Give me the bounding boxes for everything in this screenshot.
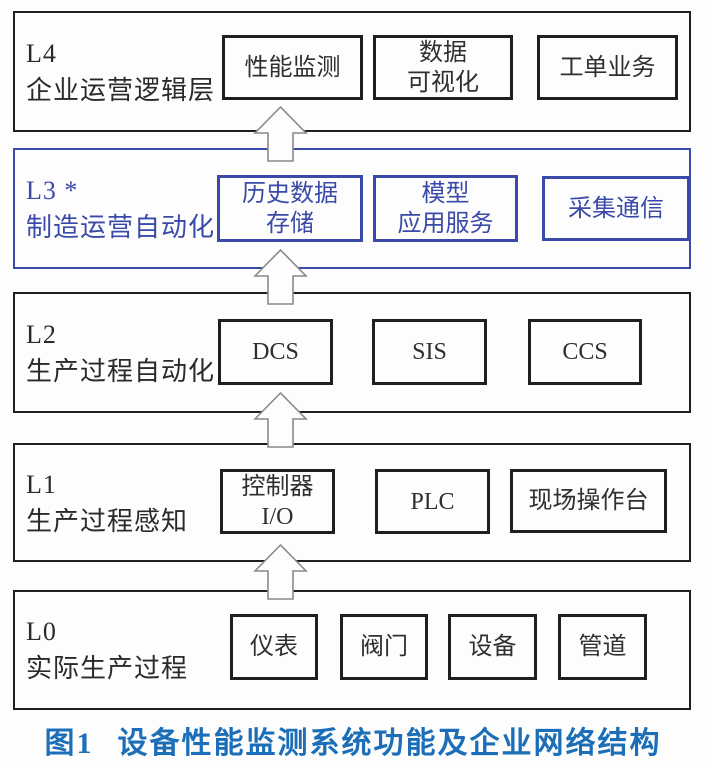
dcs-box: DCS (218, 319, 333, 385)
layer-l4-name: 企业运营逻辑层 (26, 75, 216, 105)
collection-communication-box: 采集通信 (542, 176, 690, 241)
layer-l0-label: L0 实际生产过程 (26, 592, 218, 708)
layer-l0-name: 实际生产过程 (26, 654, 189, 683)
layer-l1-label: L1 生产过程感知 (26, 445, 218, 560)
data-visualization-box: 数据 可视化 (373, 35, 513, 100)
layer-l1-code: L1 (26, 469, 57, 499)
up-arrow-icon (253, 392, 308, 448)
figure-caption: 图1 设备性能监测系统功能及企业网络结构 (0, 718, 706, 762)
layer-l1-production-process-perception: L1 生产过程感知 控制器 I/O PLC 现场操作台 (13, 443, 691, 562)
equipment-label: 设备 (468, 634, 517, 660)
dcs-label: DCS (252, 339, 299, 365)
figure-caption-number: 图1 (44, 727, 94, 760)
collection-communication-label: 采集通信 (568, 195, 664, 222)
layer-l2-name: 生产过程自动化 (26, 356, 216, 386)
sis-box: SIS (372, 319, 487, 385)
figure-caption-text: 设备性能监测系统功能及企业网络结构 (117, 727, 662, 760)
up-arrow-icon (253, 249, 308, 305)
ccs-box: CCS (528, 319, 642, 385)
work-order-business-label: 工单业务 (559, 54, 656, 81)
field-console-label: 现场操作台 (528, 488, 649, 514)
layer-l3-name: 制造运营自动化 (26, 212, 216, 242)
history-data-storage-label: 历史数据 存储 (242, 180, 338, 237)
plc-box: PLC (375, 469, 490, 534)
valve-label: 阀门 (360, 634, 408, 660)
layer-l4-label: L4 企业运营逻辑层 (26, 13, 218, 130)
pipeline-label: 管道 (578, 634, 627, 660)
layer-l0-actual-production-process: L0 实际生产过程 仪表 阀门 设备 管道 (13, 590, 691, 710)
layer-l2-label: L2 生产过程自动化 (26, 294, 218, 411)
ccs-label: CCS (562, 339, 608, 365)
layer-l3-manufacturing-operation-automation: L3 * 制造运营自动化 历史数据 存储 模型 应用服务 采集通信 (13, 148, 691, 269)
layer-l3-code: L3 * (26, 175, 79, 205)
pipeline-box: 管道 (558, 614, 647, 680)
instrument-label: 仪表 (250, 634, 298, 660)
controller-io-label: 控制器 I/O (241, 473, 314, 530)
layer-l3-label: L3 * 制造运营自动化 (26, 150, 218, 267)
layer-l2-production-process-automation: L2 生产过程自动化 DCS SIS CCS (13, 292, 691, 413)
layer-l2-code: L2 (26, 319, 57, 349)
model-application-service-box: 模型 应用服务 (373, 175, 518, 242)
performance-monitoring-label: 性能监测 (244, 54, 341, 81)
equipment-box: 设备 (448, 614, 537, 680)
up-arrow-icon (253, 544, 308, 600)
valve-box: 阀门 (340, 614, 428, 680)
work-order-business-box: 工单业务 (537, 35, 678, 100)
history-data-storage-box: 历史数据 存储 (217, 175, 363, 242)
instrument-box: 仪表 (230, 614, 318, 680)
field-console-box: 现场操作台 (510, 469, 667, 533)
plc-label: PLC (410, 488, 455, 515)
sis-label: SIS (412, 339, 447, 365)
layer-l0-code: L0 (26, 617, 57, 646)
model-application-service-label: 模型 应用服务 (397, 180, 494, 237)
data-visualization-label: 数据 可视化 (407, 39, 479, 96)
layer-l4-enterprise-operation-logic: L4 企业运营逻辑层 性能监测 数据 可视化 工单业务 (13, 11, 691, 132)
controller-io-box: 控制器 I/O (220, 469, 335, 534)
layer-l1-name: 生产过程感知 (26, 506, 189, 536)
performance-monitoring-box: 性能监测 (222, 35, 363, 100)
up-arrow-icon (253, 106, 308, 162)
layer-l4-code: L4 (26, 38, 57, 68)
